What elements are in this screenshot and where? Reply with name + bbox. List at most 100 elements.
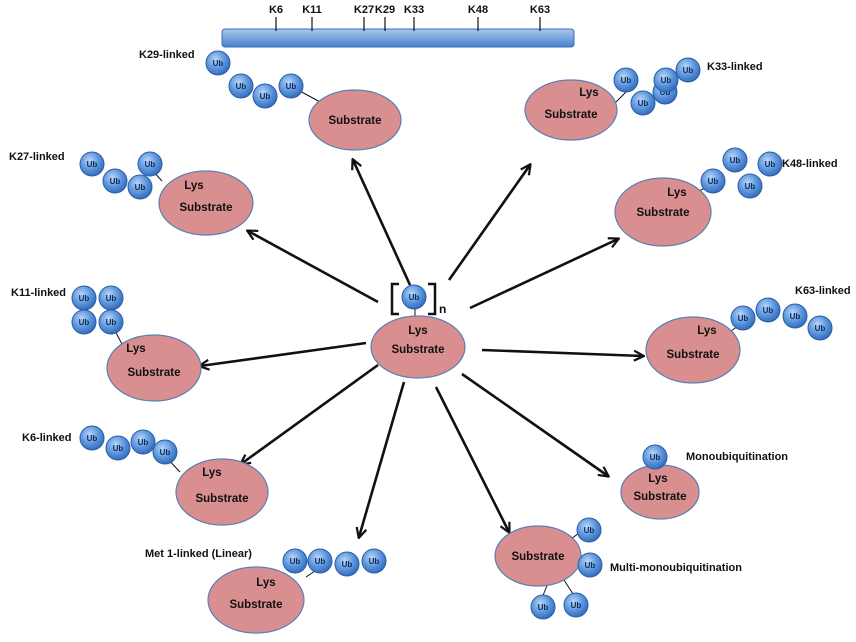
ub-sphere xyxy=(642,444,668,470)
bar-tick-label-k11: K11 xyxy=(302,4,322,16)
ub-sphere xyxy=(700,168,726,194)
substrate-label-k11: Substrate xyxy=(127,367,180,379)
substrate-label-met1: Substrate xyxy=(229,599,282,611)
bar-tick-label-k29: K29 xyxy=(375,4,395,16)
lys-label-k11: Lys xyxy=(126,343,145,355)
ub-sphere xyxy=(79,151,105,177)
ub-label: Ub xyxy=(409,293,420,302)
ub-k29-3: Ub xyxy=(252,83,278,109)
ub-k27-1: Ub xyxy=(79,151,105,177)
lys-label-center: Lys xyxy=(408,325,427,337)
ub-label: Ub xyxy=(638,99,649,108)
ub-label: Ub xyxy=(145,160,156,169)
substrate-multi: Substrate xyxy=(494,525,582,587)
ub-k48-4: Ub xyxy=(757,151,783,177)
ub-k6-4: Ub xyxy=(152,439,178,465)
ub-k33-4: Ub xyxy=(653,67,679,93)
lys-label-k27: Lys xyxy=(184,180,203,192)
ub-label: Ub xyxy=(765,160,776,169)
ub-sphere xyxy=(755,297,781,323)
ub-label: Ub xyxy=(315,557,326,566)
ub-label: Ub xyxy=(106,318,117,327)
ub-met1-2: Ub xyxy=(307,548,333,574)
ub-sphere xyxy=(228,73,254,99)
label-k6: K6-linked xyxy=(22,432,72,444)
substrate-label-center: Substrate xyxy=(391,344,444,356)
substrate-label-k27: Substrate xyxy=(179,202,232,214)
ub-label: Ub xyxy=(138,438,149,447)
ub-k29-2: Ub xyxy=(228,73,254,99)
ub-label: Ub xyxy=(113,444,124,453)
ub-k11-4: Ub xyxy=(98,309,124,335)
ub-multi-2: Ub xyxy=(577,552,603,578)
ub-sphere xyxy=(807,315,833,341)
substrate-ellipse-center xyxy=(370,315,466,379)
substrate-ellipse-met1 xyxy=(207,566,305,634)
ub-label: Ub xyxy=(621,76,632,85)
ub-center-1: Ub xyxy=(401,284,427,310)
ub-label: Ub xyxy=(87,434,98,443)
ub-sphere xyxy=(130,429,156,455)
bar-tick-label-k48: K48 xyxy=(468,4,488,16)
ub-sphere xyxy=(737,173,763,199)
arrow-multi xyxy=(434,386,509,532)
ub-sphere xyxy=(152,439,178,465)
ub-k27-3: Ub xyxy=(127,174,153,200)
ub-k6-2: Ub xyxy=(105,435,131,461)
ub-multi-1: Ub xyxy=(576,517,602,543)
ub-sphere xyxy=(98,309,124,335)
ub-sphere xyxy=(757,151,783,177)
repeat-n-label: n xyxy=(439,302,446,316)
ub-label: Ub xyxy=(342,560,353,569)
ub-sphere xyxy=(307,548,333,574)
ub-sphere xyxy=(127,174,153,200)
ub-label: Ub xyxy=(790,312,801,321)
label-k29: K29-linked xyxy=(139,49,195,61)
ub-label: Ub xyxy=(738,314,749,323)
lys-label-k6: Lys xyxy=(202,467,221,479)
lys-label-met1: Lys xyxy=(256,577,275,589)
ub-met1-4: Ub xyxy=(361,548,387,574)
ub-label: Ub xyxy=(730,156,741,165)
ub-label: Ub xyxy=(763,306,774,315)
ub-label: Ub xyxy=(815,324,826,333)
arrow-k48 xyxy=(469,239,618,310)
substrate-label-multi: Substrate xyxy=(511,551,564,563)
ub-sphere xyxy=(722,147,748,173)
substrate-ellipse-k27 xyxy=(158,170,254,236)
label-mono: Monoubiquitination xyxy=(686,451,788,463)
ub-k11-3: Ub xyxy=(71,309,97,335)
ub-label: Ub xyxy=(584,526,595,535)
ub-k11-2: Ub xyxy=(98,285,124,311)
ub-sphere xyxy=(79,425,105,451)
ub-label: Ub xyxy=(708,177,719,186)
ub-k33-5: Ub xyxy=(675,57,701,83)
bar-tick-label-k6: K6 xyxy=(269,4,283,16)
ub-label: Ub xyxy=(661,76,672,85)
ub-sphere xyxy=(563,592,589,618)
substrate-label-k29: Substrate xyxy=(328,115,381,127)
ub-k6-1: Ub xyxy=(79,425,105,451)
ub-label: Ub xyxy=(110,177,121,186)
ub-sphere xyxy=(102,168,128,194)
ub-met1-3: Ub xyxy=(334,551,360,577)
substrate-label-k63: Substrate xyxy=(666,349,719,361)
substrate-label-k33: Substrate xyxy=(544,109,597,121)
bar-tick-label-k27: K27 xyxy=(354,4,374,16)
arrow-k63 xyxy=(481,348,643,356)
ub-label: Ub xyxy=(290,557,301,566)
ub-label: Ub xyxy=(236,82,247,91)
ub-sphere xyxy=(282,548,308,574)
ub-label: Ub xyxy=(260,92,271,101)
ub-sphere xyxy=(401,284,427,310)
arrow-k29 xyxy=(353,160,412,286)
ub-label: Ub xyxy=(650,453,661,462)
ub-k48-1: Ub xyxy=(700,168,726,194)
substrate-ellipse-k11 xyxy=(106,334,202,402)
label-k33: K33-linked xyxy=(707,61,763,73)
